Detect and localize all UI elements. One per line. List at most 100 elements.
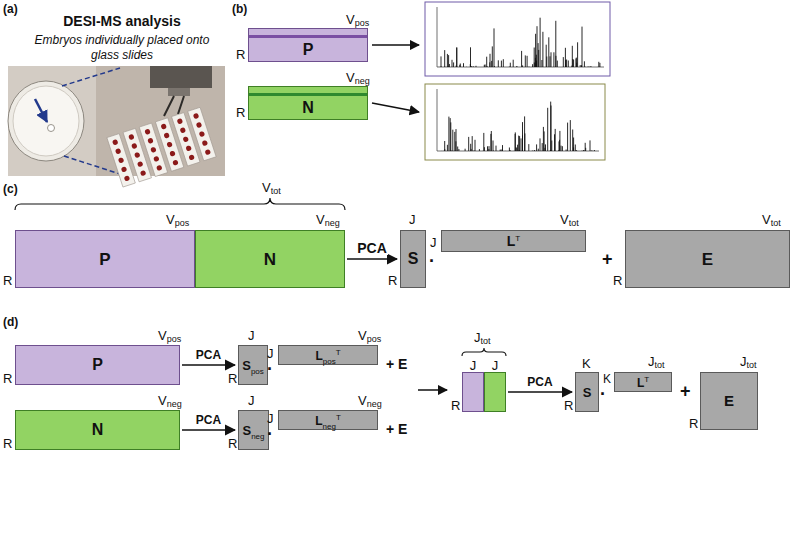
scores-matrix: S (400, 230, 426, 288)
dimension-label: V (166, 213, 175, 226)
dimension-label: K (603, 373, 611, 385)
row-stripe (249, 93, 367, 96)
matrix-letter: S (408, 251, 419, 267)
dimension-label: V (158, 394, 167, 407)
dimension-label: J (267, 347, 274, 360)
matrix-letter: J (470, 359, 477, 372)
edge-label: PCA (195, 349, 222, 361)
loadings-matrix: LT (441, 230, 586, 252)
edge-label: PCA (526, 376, 553, 388)
dimension-label: J (409, 213, 416, 226)
operator: + E (386, 357, 407, 371)
dimension-label: J (648, 355, 655, 368)
operator: + E (386, 422, 407, 436)
data-matrix: N (195, 230, 345, 288)
dimension-label: R (388, 274, 397, 287)
matrix-letter: L (637, 377, 644, 389)
matrix-letter: E (724, 393, 734, 408)
subscript: tot (481, 337, 491, 346)
data-matrix: P (15, 345, 180, 385)
dimension-label: V (762, 213, 771, 226)
dimension-label: R (228, 437, 237, 450)
pca-arrow (508, 391, 572, 393)
loadings-matrix: LposT (278, 345, 378, 365)
matrix-symbol: Spos (242, 357, 264, 373)
loadings-matrix: LT (614, 372, 672, 392)
matrix-letter: P (303, 42, 314, 58)
mass-spectrum (425, 2, 610, 76)
matrix-symbol: S (583, 384, 592, 400)
operator: · (267, 425, 273, 443)
dimension-label: R (451, 399, 460, 412)
scores-matrix: Sneg (238, 410, 269, 450)
matrix-symbol: LposT (315, 347, 340, 363)
matrix-letter: L (315, 350, 322, 362)
dimension-label: V (346, 13, 355, 26)
dimension-label: V (358, 394, 367, 407)
dimension-label: R (3, 437, 12, 450)
subscript: tot (569, 219, 579, 228)
subscript: pos (167, 335, 182, 344)
pca-arrow (347, 258, 397, 260)
dimension-label: V (158, 329, 167, 342)
operator: + (602, 250, 613, 268)
dimension-label: V (560, 213, 569, 226)
scores-matrix: S (575, 372, 599, 412)
matrix-letter: S (242, 359, 251, 372)
superscript: T (336, 414, 341, 422)
photo-illustration (8, 66, 225, 187)
pca-arrow (182, 364, 235, 366)
matrix-letter: P (99, 251, 110, 268)
matrix-symbol: LnegT (315, 412, 341, 428)
operator: · (267, 360, 273, 378)
brace (15, 198, 345, 210)
subscript: pos (251, 368, 264, 376)
subscript: pos (323, 358, 336, 366)
operator: · (600, 385, 606, 403)
dimension-label: R (236, 48, 245, 61)
subscript: neg (251, 433, 264, 441)
matrix-letter: N (92, 422, 104, 438)
dimension-label: R (564, 399, 573, 412)
dimension-label: K (582, 357, 591, 370)
panel-label: (b) (232, 3, 247, 15)
dimension-label: V (262, 181, 271, 194)
dimension-label: R (613, 274, 622, 287)
subscript: pos (355, 19, 370, 28)
subscript: tot (747, 361, 757, 370)
matrix-letter: L (507, 234, 516, 248)
data-matrix: N (248, 86, 368, 120)
dimension-label: J (267, 412, 274, 425)
flow-arrow (372, 103, 419, 112)
matrix-letter: J (492, 359, 499, 372)
subscript: neg (355, 77, 370, 86)
superscript: T (515, 235, 520, 243)
dimension-label: R (3, 372, 12, 385)
matrix-symbol: E (724, 393, 734, 409)
dimension-label: R (228, 372, 237, 385)
subscript: pos (367, 335, 382, 344)
matrix-symbol: P (92, 357, 103, 373)
panel-label: (a) (3, 3, 18, 15)
matrix-letter: L (315, 415, 322, 427)
matrix-symbol: J (470, 357, 477, 373)
panel-label: (d) (3, 316, 18, 328)
superscript: T (644, 376, 649, 384)
subscript: tot (655, 361, 665, 370)
panel-label: (c) (3, 183, 18, 195)
matrix-symbol: P (99, 251, 110, 268)
flow-arrow (372, 44, 419, 46)
superscript: T (336, 349, 341, 357)
panel-subtitle: Embryos individually placed onto glass s… (24, 33, 220, 63)
matrix-letter: N (302, 100, 314, 116)
matrix-letter: S (583, 386, 592, 399)
dimension-label: J (248, 329, 255, 342)
subscript: pos (175, 219, 190, 228)
subscript: neg (167, 400, 182, 409)
score-block: J (462, 372, 484, 412)
scores-matrix: Spos (238, 345, 268, 385)
dimension-label: V (316, 213, 325, 226)
dimension-label: J (248, 394, 255, 407)
row-stripe (249, 35, 367, 38)
